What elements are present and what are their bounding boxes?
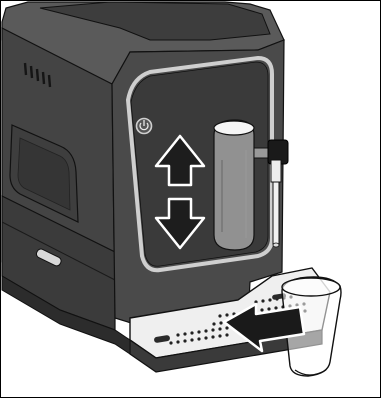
power-icon bbox=[137, 119, 152, 134]
coffee-outlet bbox=[214, 120, 254, 250]
